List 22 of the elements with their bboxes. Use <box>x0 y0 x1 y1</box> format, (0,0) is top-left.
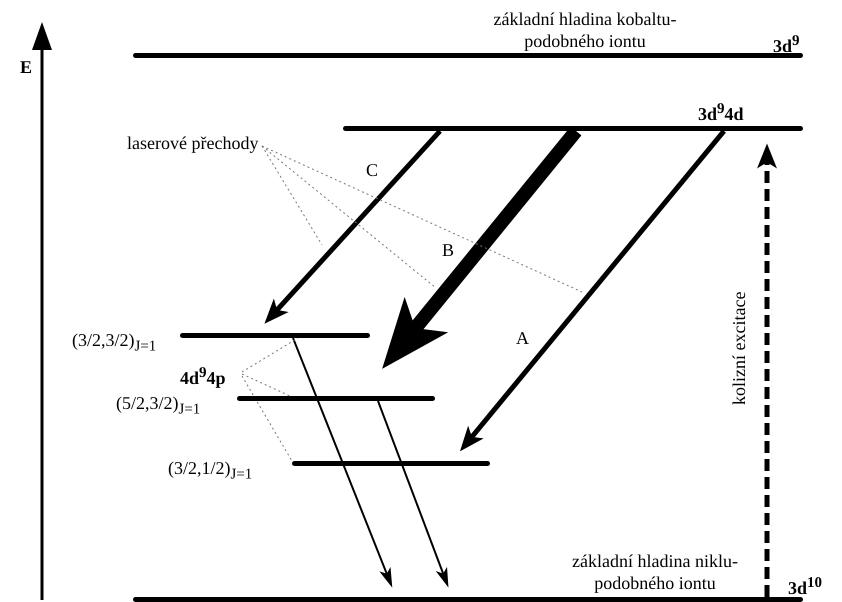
leader-line <box>242 374 290 396</box>
leader-line <box>262 146 322 246</box>
axis-label: E <box>20 56 32 78</box>
arrow <box>757 144 777 597</box>
state-label: (3/2,1/2)$_{J=1}$ <box>168 457 252 485</box>
level-label: základní hladina kobaltu-podobného iontu <box>492 8 678 52</box>
state-label: (5/2,3/2)$_{J=1}$ <box>116 392 200 420</box>
arrow <box>377 400 448 588</box>
configuration-label: 3d$^{10}$ <box>788 574 822 599</box>
leader-line <box>242 338 298 372</box>
leader-line <box>262 146 582 292</box>
annotation-text: laserové přechody <box>127 132 258 154</box>
configuration-label: 4d$^{9}$4p <box>180 364 226 389</box>
state-label: (3/2,3/2)$_{J=1}$ <box>72 329 156 357</box>
arrow <box>264 129 442 324</box>
level-label: základní hladina niklu-podobného iontu <box>571 550 739 594</box>
leader-line <box>242 376 292 462</box>
configuration-label: 3d$^{9}$4d <box>698 100 744 125</box>
leader-line <box>262 146 436 288</box>
arrow <box>292 338 392 588</box>
arrow <box>460 129 726 452</box>
configuration-label: 3d$^{9}$ <box>773 32 800 57</box>
